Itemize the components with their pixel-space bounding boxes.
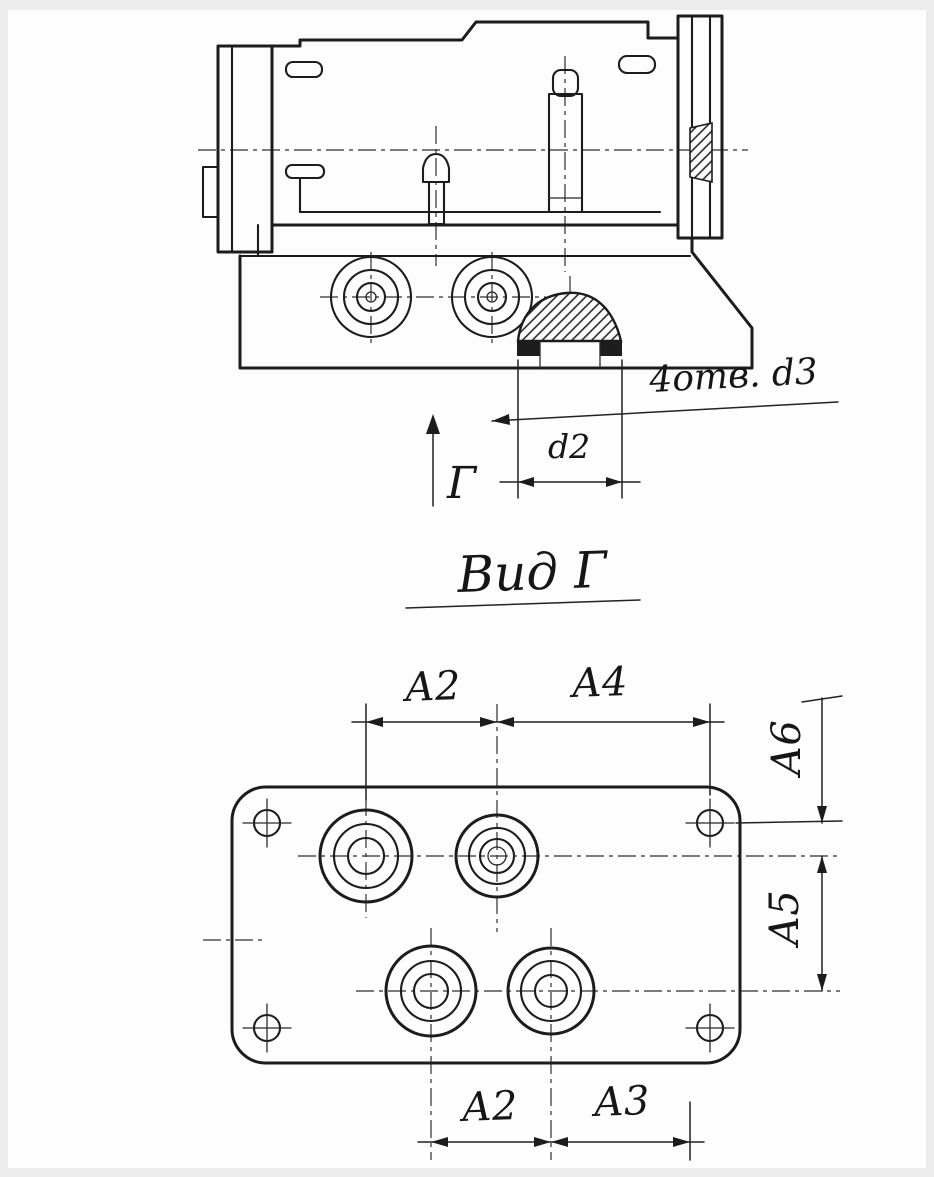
side-section-view: 4отв. d3 d2 Г [198,14,839,509]
valve-body-outline [270,20,680,227]
view-title-label: Вид Г [455,541,609,604]
right-mounting-block [676,14,724,240]
leader-arrowhead [492,414,510,425]
dim-a4-label: А4 [568,659,628,707]
stud [547,68,584,214]
bolt [421,152,451,226]
dimension-a2-bottom: А2 [417,1083,705,1161]
dimension-a5: А5 [762,855,827,992]
boss-bottom-right [506,946,596,1036]
corner-hole-bottom-right [685,1003,735,1053]
title-underline [405,599,641,609]
dimension-a2-top: А2 [351,663,725,801]
sectioned-lug [516,291,623,369]
view-direction-arrow: Г [426,414,478,509]
dim-a2-bottom-label: А2 [458,1083,518,1131]
dim-a6-label: А6 [764,720,810,779]
paper-sheet [8,10,926,1168]
view-title: Вид Г [405,541,641,609]
dim-d2-label: d2 [548,427,590,466]
boss-bottom-left [384,944,478,1038]
corner-hole-top-left [242,798,292,848]
left-mounting-block [201,44,274,254]
corner-hole-bottom-left [242,1003,292,1053]
boss-circles-left [329,255,413,339]
dim-a5-label: А5 [762,890,808,949]
dimension-a4: А4 [497,659,710,727]
corner-hole-top-right [685,798,735,848]
hatched-plug [689,121,713,184]
dimension-d2: d2 [499,359,641,499]
base-flange [238,223,754,370]
dim-arrowhead [606,477,622,487]
dim-a3-label: А3 [590,1078,650,1126]
view-arrowhead [426,414,440,434]
view-label-g: Г [446,458,478,509]
dim-a2-top-label: А2 [401,663,461,711]
leader-4-holes-d3: 4отв. d3 [491,351,839,425]
boss-top-left [318,808,414,904]
centerlines-bottom-view [203,704,840,1160]
dimension-a3: А3 [551,1078,690,1147]
bottom-view: А2 А4 А6 А5 А2 [203,659,843,1161]
holes-note-label: 4отв. d3 [647,351,818,401]
dimension-a6: А6 [735,695,843,824]
boss-circles-right [450,255,534,339]
dim-arrowhead [518,477,534,487]
boss-top-right [454,813,540,899]
plate-outline [230,785,742,1065]
